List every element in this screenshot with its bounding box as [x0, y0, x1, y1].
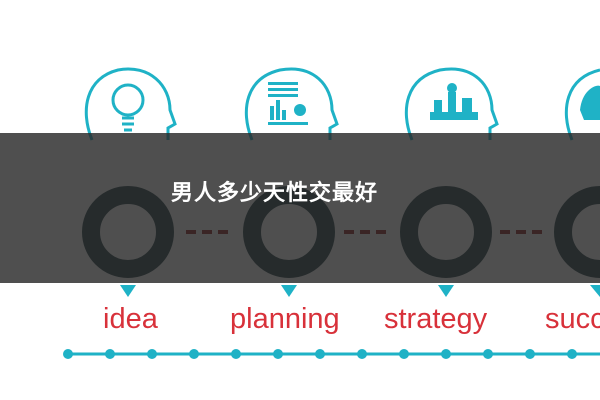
pointer-2	[281, 285, 297, 297]
step-label-planning: planning	[230, 303, 340, 335]
head-outline-3	[404, 67, 499, 141]
chess-pieces-icon	[430, 83, 478, 120]
pointer-4	[590, 285, 600, 297]
step-label-strategy: strategy	[384, 303, 488, 335]
step-label-idea: idea	[103, 303, 158, 335]
chart-document-icon	[268, 82, 308, 125]
step-label-success: succ	[545, 303, 600, 335]
head-icon	[580, 85, 600, 120]
pointer-3	[438, 285, 454, 297]
pointer-1	[120, 285, 136, 297]
head-outline-2	[244, 67, 339, 141]
caption-text: 男人多少天性交最好	[171, 181, 379, 206]
caption-overlay	[0, 133, 600, 283]
lightbulb-icon	[111, 83, 145, 132]
head-outline-1	[84, 67, 177, 141]
timeline	[63, 349, 600, 359]
head-outline-4	[564, 68, 600, 141]
